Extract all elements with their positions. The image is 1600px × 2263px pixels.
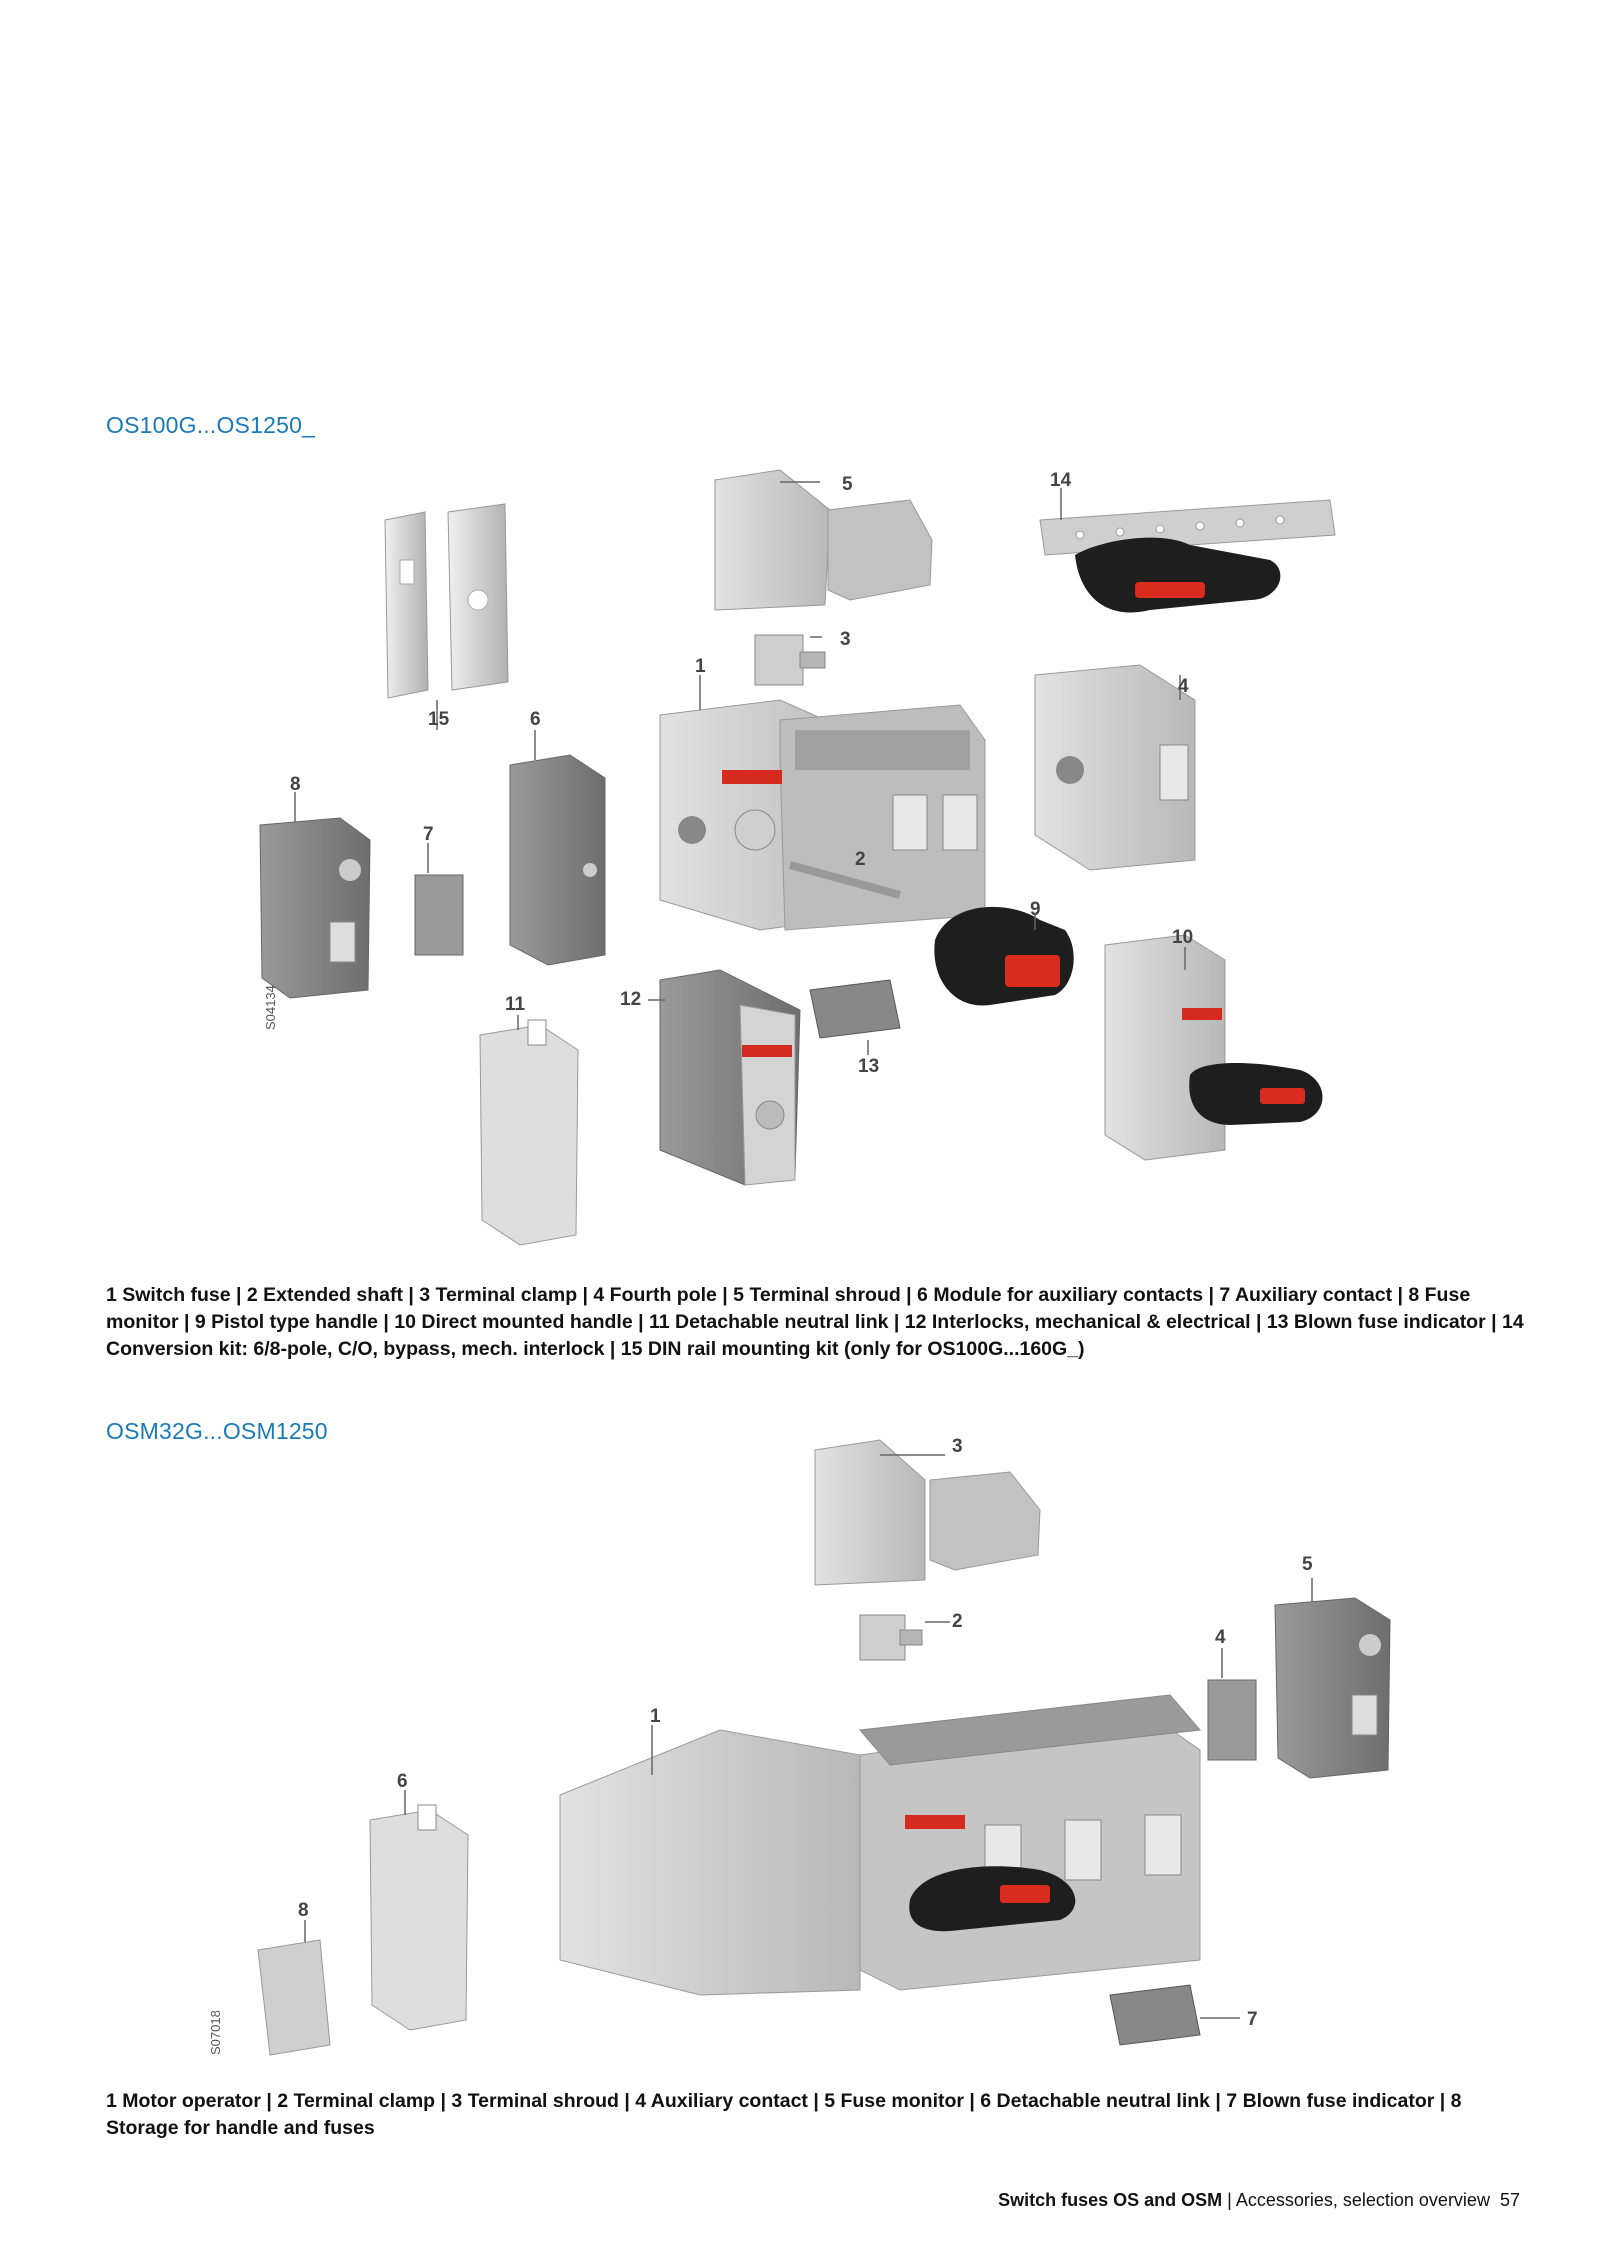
section-title-osm: OSM32G...OSM1250 bbox=[106, 1418, 328, 1444]
terminal-clamp bbox=[859, 1614, 950, 1661]
footer-title: Switch fuses OS and OSM bbox=[998, 2190, 1223, 2210]
figure-os-exploded-view: 5 14 3 1 4 15 6 8 7 2 9 10 11 12 13 S041… bbox=[259, 469, 1336, 1246]
callout-4: 4 bbox=[1215, 1627, 1226, 1648]
pistol-type-handle bbox=[934, 906, 1074, 1006]
detachable-neutral-link bbox=[369, 1790, 469, 2031]
auxiliary-contact bbox=[414, 843, 464, 956]
figure-code-os: S04134 bbox=[263, 985, 278, 1030]
callout-13: 13 bbox=[858, 1056, 879, 1077]
detachable-neutral-link bbox=[479, 1015, 579, 1246]
terminal-shroud bbox=[814, 1439, 1041, 1586]
callout-6: 6 bbox=[397, 1771, 408, 1792]
auxiliary-contact bbox=[1207, 1648, 1257, 1761]
callout-6: 6 bbox=[530, 709, 541, 730]
callout-9: 9 bbox=[1030, 899, 1041, 920]
fuse-monitor bbox=[1274, 1578, 1391, 1779]
page-number: 57 bbox=[1499, 2190, 1520, 2210]
callout-14: 14 bbox=[1050, 470, 1072, 491]
caption-os: 1 Switch fuse | 2 Extended shaft | 3 Ter… bbox=[106, 1284, 1524, 1360]
caption-osm: 1 Motor operator | 2 Terminal clamp | 3 … bbox=[106, 2090, 1462, 2139]
callout-8: 8 bbox=[298, 1900, 309, 1921]
blown-fuse-indicator bbox=[1109, 1984, 1240, 2046]
fourth-pole bbox=[1034, 664, 1196, 871]
motor-operator bbox=[559, 1694, 1201, 1996]
blown-fuse-indicator bbox=[809, 979, 901, 1055]
callout-5: 5 bbox=[842, 474, 853, 495]
storage-handle-fuses bbox=[257, 1920, 331, 2056]
footer-separator: | bbox=[1222, 2190, 1236, 2210]
fuse-monitor bbox=[259, 792, 371, 999]
callout-12: 12 bbox=[620, 989, 641, 1010]
callout-4: 4 bbox=[1178, 676, 1189, 697]
callout-3: 3 bbox=[840, 629, 851, 650]
interlocks-mechanical-electrical bbox=[648, 969, 801, 1186]
callout-10: 10 bbox=[1172, 927, 1193, 948]
figure-osm-exploded-view: 3 2 5 4 1 6 8 7 S07018 bbox=[208, 1436, 1391, 2056]
footer-section: Accessories, selection overview bbox=[1235, 2190, 1490, 2210]
callout-7: 7 bbox=[423, 824, 434, 845]
callout-3: 3 bbox=[952, 1436, 963, 1457]
callout-5: 5 bbox=[1302, 1554, 1313, 1575]
figure-code-osm: S07018 bbox=[208, 2010, 223, 2055]
conversion-kit-handle bbox=[1039, 488, 1336, 613]
callout-15: 15 bbox=[428, 709, 450, 730]
direct-mounted-handle bbox=[1104, 934, 1323, 1161]
callout-8: 8 bbox=[290, 774, 301, 795]
terminal-shroud bbox=[714, 469, 933, 611]
page-footer: Switch fuses OS and OSM | Accessories, s… bbox=[998, 2190, 1520, 2211]
module-auxiliary-contacts bbox=[509, 730, 606, 966]
callout-2: 2 bbox=[855, 849, 866, 870]
callout-11: 11 bbox=[505, 994, 526, 1015]
section-title-os: OS100G...OS1250_ bbox=[106, 412, 316, 438]
callout-1: 1 bbox=[695, 656, 706, 677]
callout-2: 2 bbox=[952, 1611, 963, 1632]
callout-7: 7 bbox=[1247, 2009, 1258, 2030]
switch-fuse bbox=[659, 675, 986, 931]
callout-1: 1 bbox=[650, 1706, 661, 1727]
terminal-clamp bbox=[754, 634, 826, 686]
din-rail-mounting-kit bbox=[384, 503, 509, 730]
